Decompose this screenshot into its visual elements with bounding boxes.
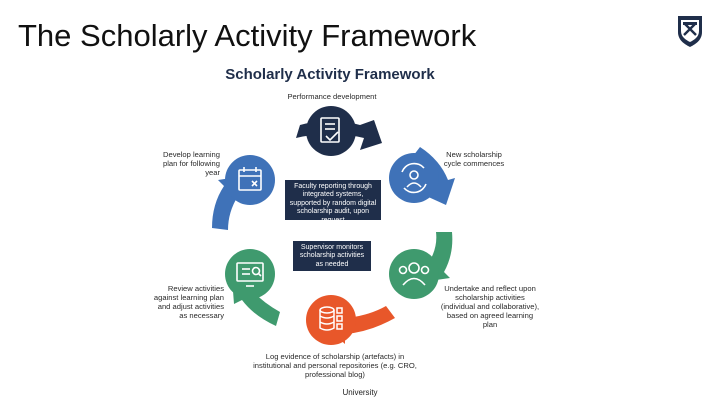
stage-circle-3 — [389, 249, 439, 299]
stage-label-4: Log evidence of scholarship (artefacts) … — [253, 352, 417, 379]
university-crest-icon — [678, 16, 702, 47]
stage-label-5: Review activities against learning plan … — [153, 284, 224, 320]
center-box-reporting: Faculty reporting through integrated sys… — [285, 180, 381, 224]
footer-text: University — [342, 388, 378, 397]
calendar-icon — [238, 167, 262, 191]
database-icon — [319, 306, 343, 331]
stage-label-6: Develop learning plan for following year — [163, 150, 220, 177]
stage-label-1: Performance development — [287, 92, 377, 101]
stage-circle-2 — [389, 153, 439, 203]
stage-label-3: Undertake and reflect upon scholarship a… — [440, 284, 540, 329]
stage-label-2: New scholarship cycle commences — [443, 150, 505, 168]
document-icon — [320, 117, 340, 143]
stage-circle-1 — [306, 106, 356, 156]
diagram-title: Scholarly Activity Framework — [225, 66, 435, 83]
stage-circle-4 — [306, 295, 356, 345]
group-icon — [398, 262, 430, 286]
monitor-search-icon — [236, 262, 264, 287]
cycle-person-icon — [401, 162, 427, 194]
center-box-supervisor: Supervisor monitors scholarship activiti… — [293, 241, 371, 271]
stage-circle-6 — [225, 155, 275, 205]
slide-title: The Scholarly Activity Framework — [18, 18, 477, 53]
